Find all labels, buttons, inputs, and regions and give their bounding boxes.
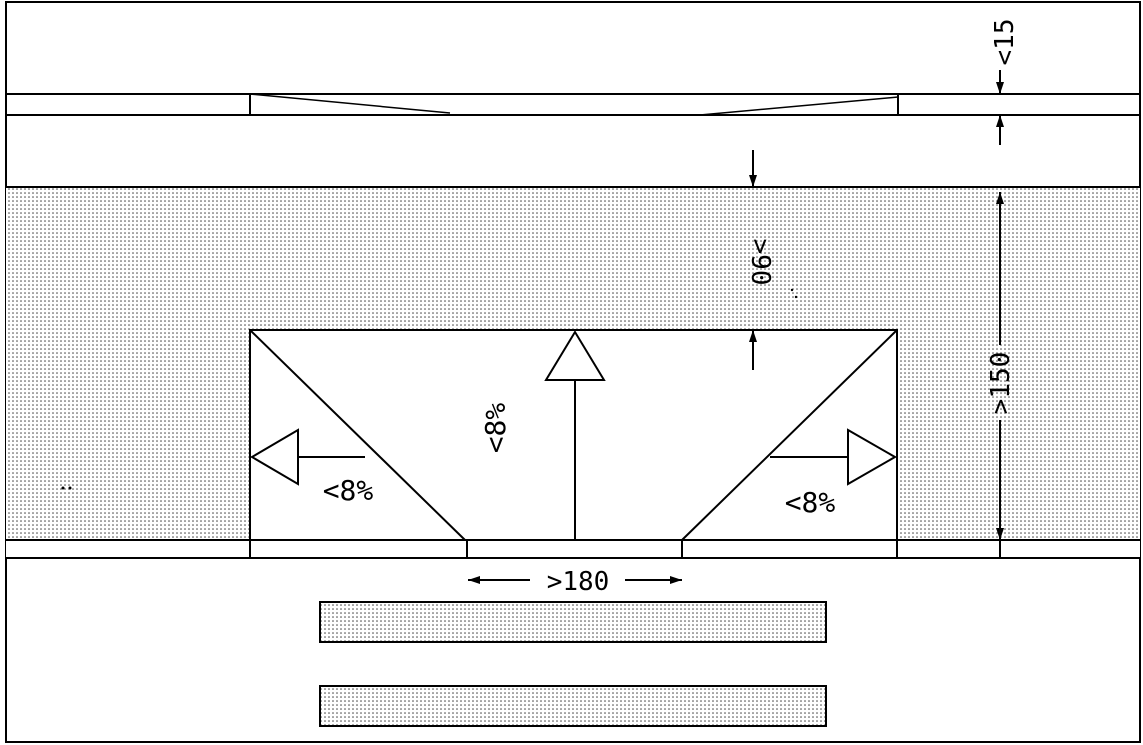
right-flare-edge [681,329,898,541]
bottom-curb-strip [6,539,1140,559]
left-slope-arrow [250,428,365,486]
curb-height-label: <15 [990,19,1020,66]
crosswalk-bar-1 [319,601,827,643]
crosswalk-bar-2 [319,685,827,727]
width-label: >180 [547,567,610,597]
left-slope-label: <8% [323,474,374,507]
center-slope-arrow [544,330,606,540]
left-flare-edge [249,329,466,541]
gap-label: >90 [745,239,775,286]
depth-label: >150 [986,352,1016,415]
center-slope-label: <8% [479,403,512,454]
curb-height-dimension [996,70,1004,145]
right-slope-arrow [770,428,898,486]
top-curb-strip [6,93,1140,116]
width-dimension [468,576,682,584]
depth-dimension [996,192,1004,540]
gap-dimension [749,150,757,370]
right-slope-label: <8% [785,486,836,519]
